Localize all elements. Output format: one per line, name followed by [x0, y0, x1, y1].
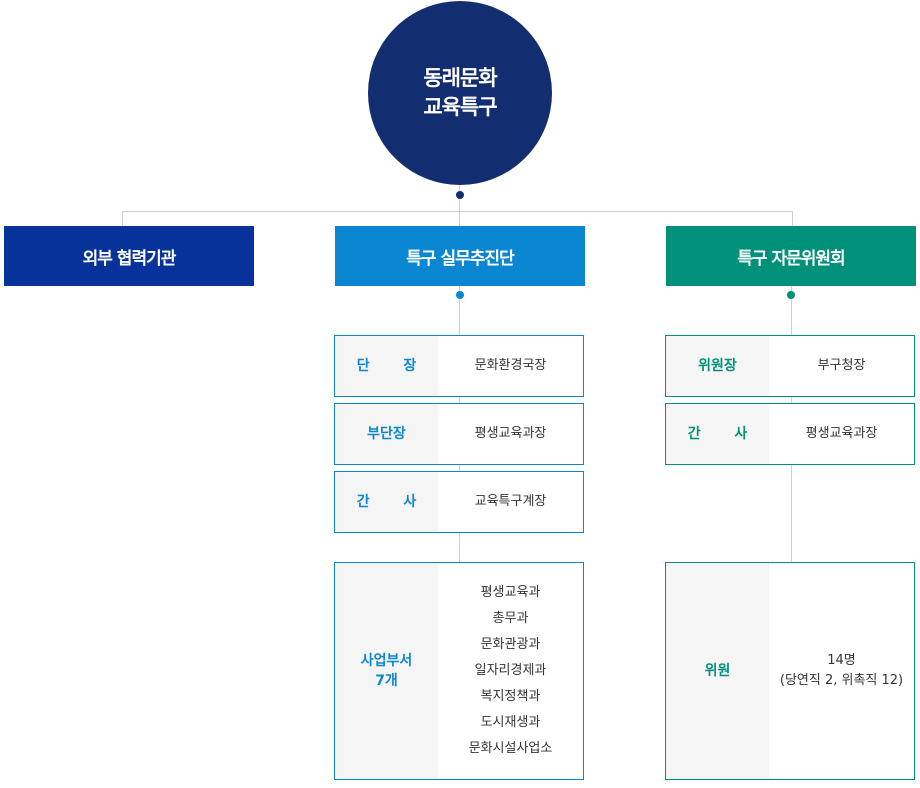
role-label: 간 사 [666, 404, 769, 464]
branch-advisory-committee: 특구 자문위원회 [666, 226, 916, 286]
role-value: 교육특구계장 [474, 494, 547, 509]
role-label: 위원장 [666, 336, 769, 396]
role-row: 간 사 평생교육과장 [665, 403, 915, 465]
members-value: 14명 (당연직 2, 위촉직 12) [769, 563, 914, 779]
role-value: 문화환경국장 [474, 358, 547, 373]
departments-list: 평생교육과 총무과 문화관광과 일자리경제과 복지정책과 도시재생과 문화시설사… [438, 563, 583, 779]
connector [459, 185, 460, 226]
role-value: 부구청장 [817, 358, 866, 373]
node-dot [456, 291, 464, 299]
department-item: 문화관광과 [480, 637, 541, 652]
role-value: 평생교육과장 [805, 426, 878, 441]
department-item: 문화시설사업소 [468, 741, 553, 756]
top-title-line2: 교육특구 [423, 95, 497, 119]
departments-row: 사업부서 7개 평생교육과 총무과 문화관광과 일자리경제과 복지정책과 도시재… [334, 562, 584, 780]
branch-external-partners: 외부 협력기관 [4, 226, 254, 286]
role-label: 부단장 [335, 404, 438, 464]
members-breakdown: (당연직 2, 위촉직 12) [779, 673, 904, 688]
role-row: 위원장 부구청장 [665, 335, 915, 397]
role-value: 평생교육과장 [474, 426, 547, 441]
branch-task-force: 특구 실무추진단 [335, 226, 585, 286]
department-item: 일자리경제과 [474, 663, 547, 678]
role-label: 간 사 [335, 472, 438, 532]
members-row: 위원 14명 (당연직 2, 위촉직 12) [665, 562, 915, 780]
top-node: 동래문화 교육특구 [368, 1, 552, 185]
members-count: 14명 [827, 653, 856, 668]
role-row: 부단장 평생교육과장 [334, 403, 584, 465]
connector [792, 211, 793, 226]
connector [122, 211, 793, 212]
department-item: 평생교육과 [480, 585, 541, 600]
top-title-line1: 동래문화 [423, 66, 497, 90]
role-label: 단 장 [335, 336, 438, 396]
role-row: 단 장 문화환경국장 [334, 335, 584, 397]
connector [122, 211, 123, 226]
node-dot [456, 191, 464, 199]
node-dot [787, 291, 795, 299]
members-label: 위원 [666, 563, 769, 779]
role-row: 간 사 교육특구계장 [334, 471, 584, 533]
department-item: 총무과 [492, 611, 529, 626]
department-item: 복지정책과 [480, 689, 541, 704]
department-item: 도시재생과 [480, 715, 541, 730]
departments-label: 사업부서 7개 [335, 563, 438, 779]
